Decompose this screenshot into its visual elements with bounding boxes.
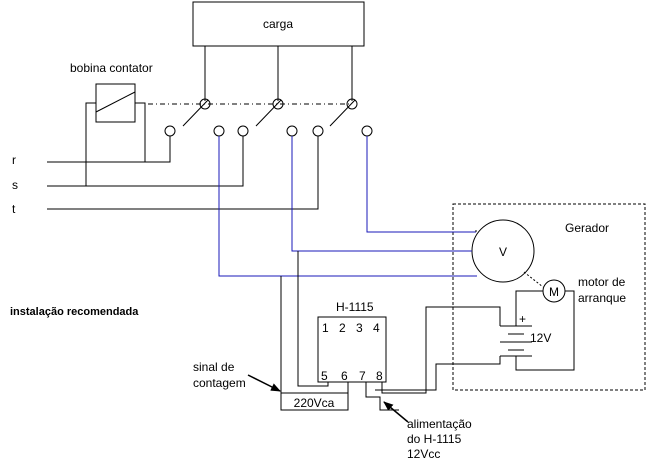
pin-8: 8	[376, 369, 383, 383]
supply-arrow	[383, 401, 409, 423]
phase-lines: r s t	[12, 136, 319, 216]
supply-label-line3: 12Vcc	[407, 447, 440, 461]
switch-contacts	[164, 125, 373, 137]
supply-220-box	[280, 392, 349, 411]
install-note: instalação recomendada	[10, 306, 139, 318]
coil-box	[95, 83, 136, 123]
phase-t-label: t	[12, 202, 16, 216]
motor-label-line2: arranque	[578, 291, 626, 305]
battery-circuit: + 12V	[500, 290, 575, 371]
supply-label-line1: alimentação	[407, 417, 472, 431]
signal-label-line2: contagem	[193, 376, 246, 390]
load-block: carga	[192, 1, 365, 47]
switch-pivots	[199, 98, 358, 110]
phase-r-label: r	[12, 153, 16, 167]
pin-6: 6	[341, 369, 348, 383]
signal-arrow	[247, 374, 281, 392]
h1115-module: H-1115 1 2 3 4 5 6 7 8	[317, 300, 387, 383]
pin-5: 5	[321, 369, 328, 383]
pin-3: 3	[356, 321, 363, 335]
battery-voltage: 12V	[530, 331, 551, 345]
phase-s-label: s	[12, 178, 18, 192]
supply-label-line2: do H-1115	[407, 432, 462, 446]
pin-1: 1	[322, 321, 329, 335]
coil-label: bobina contator	[70, 61, 153, 75]
generator-outputs	[218, 136, 477, 277]
generator-label: Gerador	[565, 221, 609, 235]
h1115-box	[317, 316, 387, 383]
motor-label-line1: motor de	[578, 275, 626, 289]
pin-7: 7	[359, 369, 366, 383]
voltmeter-label: V	[499, 245, 507, 259]
motor-coupling	[523, 271, 544, 288]
switch-blades	[182, 99, 356, 127]
motor-symbol: M	[549, 285, 559, 299]
generator-box	[452, 203, 646, 391]
load-label: carga	[263, 17, 293, 31]
signal-label-line1: sinal de	[193, 360, 235, 374]
pin-4: 4	[373, 321, 380, 335]
battery-plus: +	[519, 312, 526, 326]
contactor-coil: bobina contator	[70, 61, 153, 186]
load-legs	[204, 46, 353, 101]
pin-2: 2	[339, 321, 346, 335]
h1115-title: H-1115	[336, 300, 374, 314]
supply-220-label: 220Vca	[294, 396, 335, 410]
